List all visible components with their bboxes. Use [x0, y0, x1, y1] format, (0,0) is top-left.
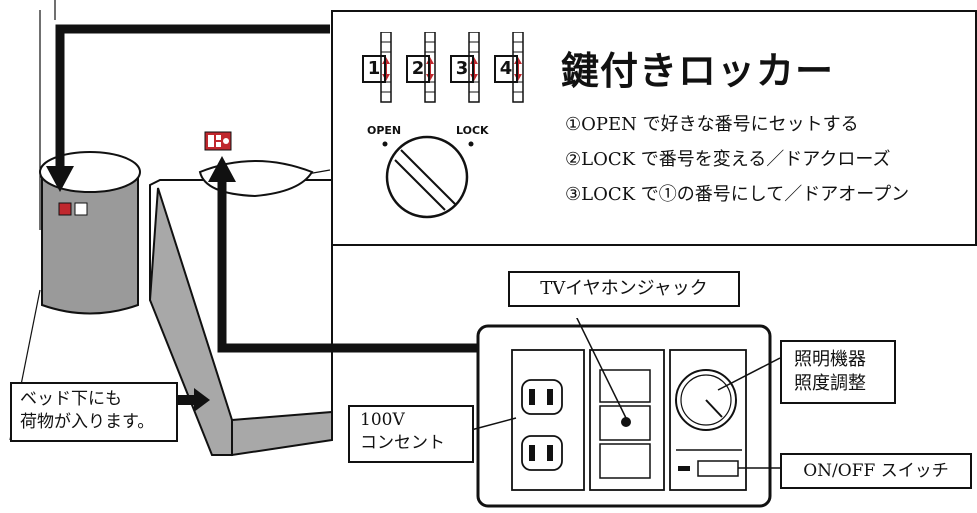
locker-step-1: ①OPEN で好きな番号にセットする: [565, 114, 859, 135]
lighting-label-line2: 照度調整: [794, 373, 866, 395]
lighting-label: 照明機器 照度調整: [780, 340, 896, 404]
arrow-under-bed: [178, 388, 210, 412]
tv-jack-module: [589, 349, 665, 491]
dial-digit-1: 1: [362, 55, 386, 83]
power-outlet-module: [511, 349, 585, 491]
dimmer-switch-module: [669, 349, 747, 491]
dial-digit-4: 4: [494, 55, 518, 83]
under-bed-label: ベッド下にも 荷物が入ります。: [10, 382, 178, 442]
open-label: OPEN: [367, 124, 402, 137]
control-panel-icon: [204, 131, 232, 151]
locker-title: 鍵付きロッカー: [561, 49, 835, 93]
locker-steps: ①OPEN で好きな番号にセットする ②LOCK で番号を変える／ドアクローズ …: [565, 107, 909, 212]
under-bed-label-line2: 荷物が入ります。: [20, 411, 155, 432]
outlet-label-line1: 100V: [360, 410, 405, 430]
tv-jack-label-text: TVイヤホンジャック: [540, 278, 708, 299]
locker-info-panel: 1 2 3 4 OPEN LOCK 鍵付きロッカー ①OPEN で好きな番号にセ…: [331, 10, 977, 246]
wall-control-panel: [470, 318, 780, 508]
dial-digit-3: 3: [450, 55, 474, 83]
arrow-to-locker: [46, 24, 330, 192]
switch-label-text: ON/OFF スイッチ: [803, 461, 949, 481]
locker-step-3: ③LOCK で①の番号にして／ドアオープン: [565, 184, 910, 205]
under-bed-label-line1: ベッド下にも: [20, 389, 122, 409]
tv-jack-label: TVイヤホンジャック: [508, 271, 740, 307]
dial-wheels: [380, 32, 524, 103]
switch-label: ON/OFF スイッチ: [780, 453, 972, 489]
arrow-to-panel: [208, 156, 478, 353]
outlet-label: 100V コンセント: [348, 405, 474, 463]
combination-lock-diagram: [380, 32, 524, 219]
locker-step-2: ②LOCK で番号を変える／ドアクローズ: [565, 149, 891, 170]
outlet-label-line2: コンセント: [360, 432, 445, 453]
dial-digit-2: 2: [406, 55, 430, 83]
lighting-label-line1: 照明機器: [794, 349, 866, 370]
lock-label: LOCK: [456, 124, 489, 137]
